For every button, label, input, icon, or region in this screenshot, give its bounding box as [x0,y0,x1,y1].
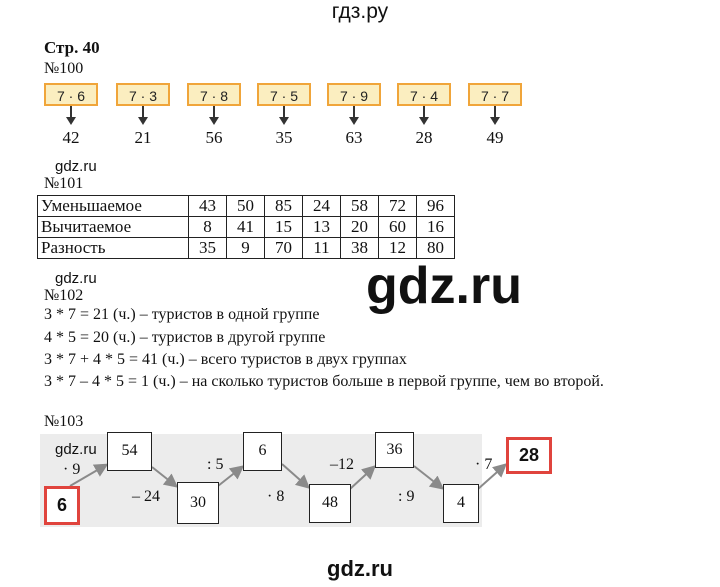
down-arrow-icon [349,117,359,125]
site-header[interactable]: гдз.ру [331,0,389,23]
table-cell: 72 [378,195,417,217]
table-cell: 35 [188,237,227,259]
exercise-100-label: №100 [44,60,84,77]
row-header: Уменьшаемое [37,195,189,217]
table-cell: 60 [378,216,417,238]
chain-box: 36 [375,432,414,468]
expression-card: 7 · 7 [468,83,522,106]
expression-card: 7 · 5 [257,83,311,106]
page-reference: Стр. 40 [44,38,100,57]
table-row: Вычитаемое 8 41 15 13 20 60 16 [37,216,455,238]
arrow-icon [151,466,179,488]
table-cell: 12 [378,237,417,259]
answer-value: 49 [486,128,504,147]
chain-box: 54 [107,432,152,471]
operation-label: – 24 [132,488,160,505]
answer-value: 63 [345,128,363,147]
chain-end-box: 28 [506,437,552,474]
down-arrow-icon [66,117,76,125]
arrow-icon [69,463,109,487]
table-cell: 58 [340,195,379,217]
subtraction-table: Уменьшаемое 43 50 85 24 58 72 96 Вычитае… [37,195,455,259]
exercise-103-label: №103 [44,413,84,430]
down-arrow-icon [209,117,219,125]
operation-label: : 5 [207,456,224,473]
solution-line: 4 * 5 = 20 (ч.) – туристов в другой груп… [44,329,326,346]
arrow-icon [477,463,508,490]
chain-box: 48 [309,484,351,523]
exercise-101-label: №101 [44,175,84,192]
arrow-icon [349,465,377,490]
chain-box: 4 [443,484,479,523]
expression-card: 7 · 3 [116,83,170,106]
down-arrow-icon [419,117,429,125]
table-row: Уменьшаемое 43 50 85 24 58 72 96 [37,195,455,217]
expression-card: 7 · 8 [187,83,241,106]
arrow-icon [217,465,245,487]
operation-label: –12 [330,456,354,473]
table-cell: 80 [416,237,455,259]
table-row: Разность 35 9 70 11 38 12 80 [37,237,455,259]
exercise-102-label: №102 [44,287,84,304]
operation-label: : 9 [398,488,415,505]
answer-value: 35 [275,128,293,147]
table-cell: 13 [302,216,341,238]
watermark-small: gdz.ru [55,441,97,458]
down-arrow-icon [490,117,500,125]
watermark-large: gdz.ru [366,257,522,315]
answer-value: 28 [415,128,433,147]
expression-card: 7 · 6 [44,83,98,106]
down-arrow-icon [138,117,148,125]
row-header: Разность [37,237,189,259]
solution-line: 3 * 7 + 4 * 5 = 41 (ч.) – всего туристов… [44,351,407,368]
operation-label: · 8 [267,488,285,505]
down-arrow-icon [279,117,289,125]
arrow-icon [413,465,445,490]
solution-line: 3 * 7 – 4 * 5 = 1 (ч.) – на сколько тури… [44,373,604,390]
arrow-icon [281,463,311,489]
expression-card: 7 · 4 [397,83,451,106]
operation-label: · 7 [475,456,493,473]
table-cell: 70 [264,237,303,259]
expression-card: 7 · 9 [327,83,381,106]
chain-box: 30 [177,482,219,524]
chain-box: 6 [243,432,282,471]
answer-value: 21 [134,128,152,147]
watermark-small: gdz.ru [55,270,97,287]
chain-start-box: 6 [44,486,80,525]
answer-value: 56 [205,128,223,147]
site-footer[interactable]: gdz.ru [327,556,393,581]
answer-value: 42 [62,128,80,147]
table-cell: 43 [188,195,227,217]
table-cell: 50 [226,195,265,217]
watermark-small: gdz.ru [55,158,97,175]
solution-line: 3 * 7 = 21 (ч.) – туристов в одной групп… [44,306,320,323]
operation-label: · 9 [63,461,81,478]
